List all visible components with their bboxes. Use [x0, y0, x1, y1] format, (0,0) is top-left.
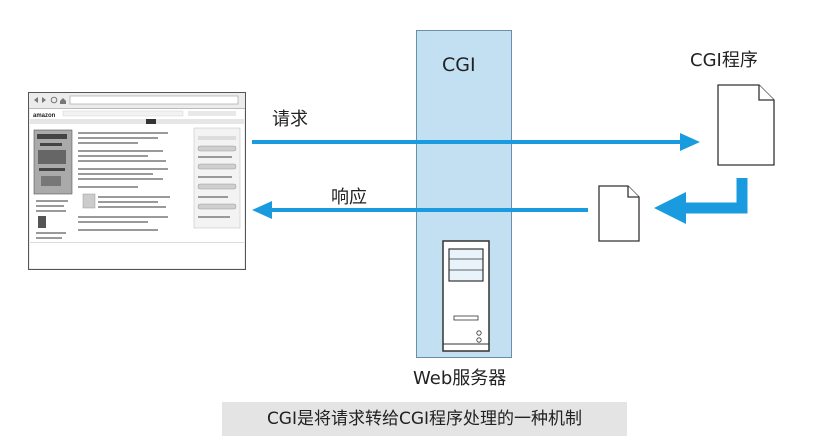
server-column-label: CGI — [442, 54, 476, 76]
cgi-program-document-icon — [717, 84, 775, 166]
request-label: 请求 — [272, 109, 308, 130]
web-server-label: Web服务器 — [413, 368, 507, 389]
server-tower-icon — [442, 240, 490, 352]
response-label: 响应 — [331, 187, 367, 208]
response-arrow — [252, 201, 588, 219]
cgi-program-label: CGI程序 — [690, 50, 758, 71]
refresh-icon — [50, 96, 58, 104]
request-arrow — [252, 133, 700, 151]
back-arrow-icon — [34, 97, 38, 103]
amazon-logo: amazon — [33, 113, 56, 119]
diagram-caption: CGI是将请求转给CGI程序处理的一种机制 — [222, 402, 627, 436]
home-icon — [60, 98, 66, 104]
cgi-output-arrow — [654, 178, 748, 224]
browser-window: amazon — [27, 91, 247, 271]
output-document-icon — [598, 185, 640, 242]
address-bar — [69, 95, 239, 105]
forward-arrow-icon — [42, 97, 46, 103]
